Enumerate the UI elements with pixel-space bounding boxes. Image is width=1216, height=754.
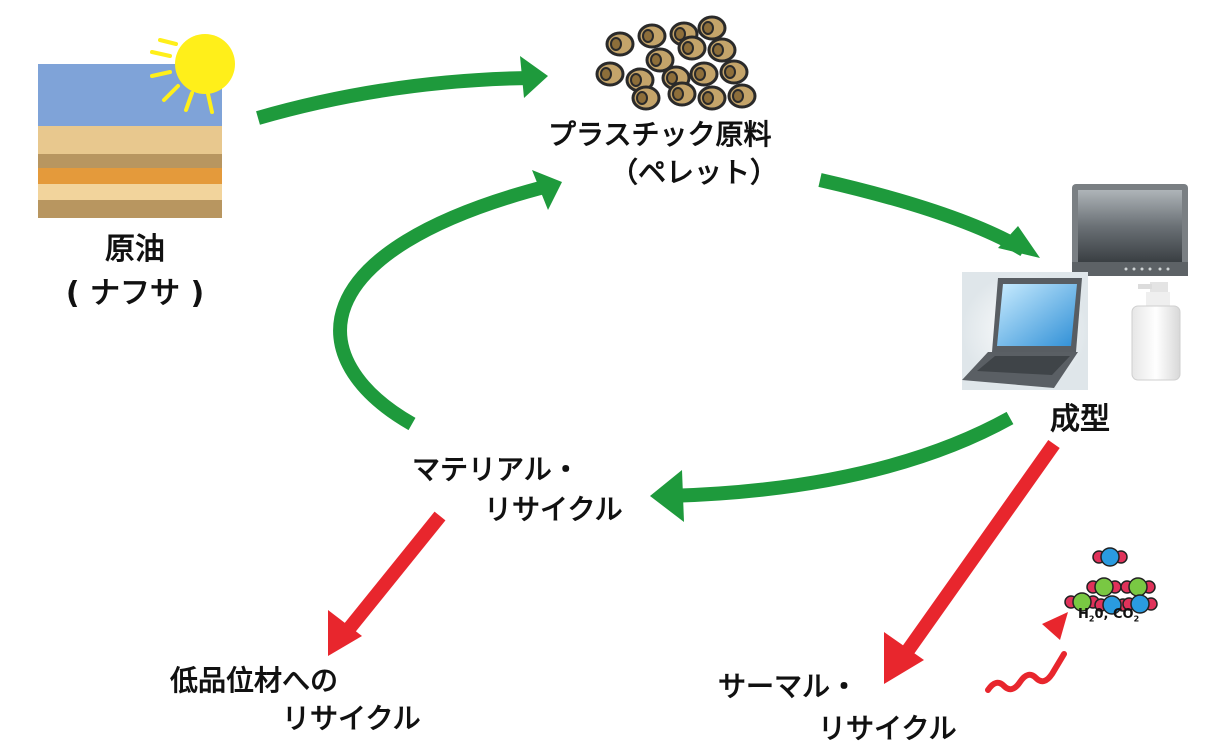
node-molding: 成型 <box>1050 394 1110 438</box>
tv-icon <box>1072 184 1188 276</box>
pellet-label: プラスチック原料 <box>548 118 772 151</box>
heat-wave-arrow <box>985 651 1067 693</box>
downgrade-arrows <box>342 439 1060 661</box>
thermal-recycle-label: サーマル・ <box>718 670 859 703</box>
downgrade-arrowheads <box>328 610 924 684</box>
material-recycle-label: マテリアル・ <box>412 453 580 486</box>
sun-icon <box>150 34 235 114</box>
combustion-products-label: H20, CO2 <box>1078 607 1140 624</box>
arrow-crude-to-pellet <box>256 71 531 125</box>
node-pellet: プラスチック原料 （ペレット） <box>548 116 778 192</box>
arrow-material-to-pellet <box>333 179 550 431</box>
crude-oil-label: 原油 <box>105 232 165 267</box>
low-grade-label-2: リサイクル <box>282 702 421 735</box>
node-material-recycle: マテリアル・ リサイクル <box>412 450 623 530</box>
molding-label: 成型 <box>1050 402 1110 437</box>
arrow-pellet-to-molding <box>818 173 1028 257</box>
cycle-arrows <box>256 71 1028 503</box>
cycle-arrowheads <box>520 56 1040 522</box>
arrow-material-to-lowgrade <box>342 511 446 635</box>
arrow-molding-to-material <box>667 411 1014 503</box>
heat-wave-arrowhead <box>1042 612 1068 640</box>
bottle-icon <box>1131 282 1181 381</box>
material-recycle-label-2: リサイクル <box>484 493 623 526</box>
arrow-molding-to-thermal <box>898 439 1060 661</box>
pellets-icon <box>595 15 757 111</box>
pellet-sublabel: （ペレット） <box>610 156 779 189</box>
node-thermal-recycle: サーマル・ リサイクル <box>718 666 957 750</box>
node-low-grade-recycle: 低品位材への リサイクル <box>170 662 421 738</box>
crude-oil-sublabel: ( ナフサ ) <box>65 276 205 311</box>
low-grade-label: 低品位材への <box>170 664 339 697</box>
thermal-recycle-label-2: リサイクル <box>818 712 957 745</box>
laptop-icon <box>962 272 1088 390</box>
molecules-icon <box>1064 547 1158 615</box>
node-crude-oil: 原油 ( ナフサ ) <box>50 228 220 316</box>
